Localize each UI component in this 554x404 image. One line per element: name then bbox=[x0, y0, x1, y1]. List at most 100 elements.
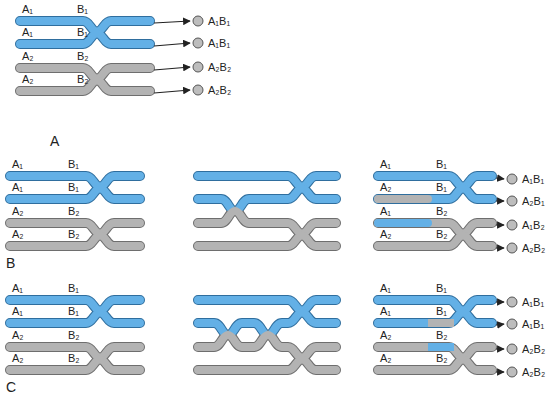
gamete: A₂B₂ bbox=[506, 241, 545, 255]
chromatid bbox=[378, 347, 492, 358]
allele-label: B₁ bbox=[68, 305, 79, 317]
gamete: A₁B₁ bbox=[192, 14, 230, 28]
gamete-label: A₁B₁ bbox=[522, 295, 544, 309]
gamete-circle bbox=[506, 296, 518, 308]
gamete-dot bbox=[193, 16, 203, 26]
chromatid bbox=[198, 176, 336, 187]
allele-label: B₁ bbox=[436, 181, 447, 193]
chromatid-outline bbox=[378, 223, 492, 234]
allele-label: B₁ bbox=[436, 282, 447, 294]
allele-label: A₁ bbox=[12, 181, 23, 193]
allele-label: B₂ bbox=[436, 205, 448, 217]
gamete-arrow bbox=[496, 348, 504, 349]
exchanged-segment bbox=[378, 219, 428, 227]
gamete-dot bbox=[507, 243, 517, 253]
panel-letter: A bbox=[50, 134, 59, 149]
allele-label: B₂ bbox=[68, 329, 80, 341]
allele-label: A₂ bbox=[12, 205, 24, 217]
gamete: A₁B₁ bbox=[506, 317, 544, 331]
gamete: A₂B₂ bbox=[192, 83, 231, 97]
gamete-circle bbox=[192, 37, 204, 49]
allele-label: B₂ bbox=[436, 329, 448, 341]
allele-label: A₂ bbox=[380, 228, 392, 240]
exchanged-segment bbox=[428, 319, 454, 327]
gamete-dot bbox=[507, 196, 517, 206]
panel-letter: B bbox=[6, 256, 15, 271]
allele-label: B₁ bbox=[77, 26, 88, 38]
allele-label: B₁ bbox=[436, 305, 447, 317]
allele-label: A₁ bbox=[380, 282, 391, 294]
gamete-dot bbox=[507, 297, 517, 307]
gamete: A₁B₁ bbox=[192, 36, 230, 50]
allele-label: A₂ bbox=[12, 228, 24, 240]
gamete-arrow bbox=[496, 200, 504, 201]
gamete-dot bbox=[507, 174, 517, 184]
allele-label: A₁ bbox=[12, 158, 23, 170]
chromatid-outline bbox=[378, 189, 492, 200]
allele-label: A₂ bbox=[22, 50, 34, 62]
chromatid bbox=[378, 223, 492, 234]
chromatid-outline bbox=[198, 335, 336, 358]
gamete-label: A₁B₂ bbox=[522, 218, 545, 232]
gamete-arrow bbox=[154, 90, 190, 93]
allele-label: A₁ bbox=[380, 205, 391, 217]
gamete-circle bbox=[192, 15, 204, 27]
gamete-arrow bbox=[496, 247, 504, 248]
allele-label: A₁ bbox=[12, 305, 23, 317]
gamete-arrow bbox=[496, 178, 504, 179]
chromatid-outline bbox=[378, 347, 492, 358]
chromatid bbox=[198, 300, 336, 311]
gamete-arrow bbox=[154, 43, 190, 46]
gamete: A₁B₁ bbox=[506, 295, 544, 309]
gamete: A₁B₁ bbox=[506, 172, 544, 186]
chromatid bbox=[198, 360, 336, 371]
gamete-dot bbox=[507, 344, 517, 354]
gamete-dot bbox=[193, 85, 203, 95]
gamete-label: A₂B₂ bbox=[208, 83, 231, 97]
allele-label: B₁ bbox=[68, 158, 79, 170]
allele-label: B₁ bbox=[77, 3, 88, 15]
gamete-dot bbox=[193, 38, 203, 48]
gamete-label: A₁B₁ bbox=[522, 317, 544, 331]
allele-label: B₁ bbox=[436, 158, 447, 170]
chromatid bbox=[198, 211, 336, 234]
chromatid bbox=[378, 360, 492, 371]
chromatid bbox=[378, 313, 492, 324]
gamete-arrow bbox=[496, 224, 504, 225]
gamete-label: A₂B₁ bbox=[522, 194, 545, 208]
allele-label: B₂ bbox=[68, 228, 80, 240]
allele-label: A₁ bbox=[22, 26, 33, 38]
chromatid-outline bbox=[378, 313, 492, 324]
chromatid-outline bbox=[198, 189, 336, 212]
chromatid bbox=[378, 176, 492, 187]
allele-label: A₁ bbox=[12, 282, 23, 294]
gamete-circle bbox=[506, 173, 518, 185]
gamete-arrow bbox=[496, 301, 504, 302]
allele-label: B₂ bbox=[68, 205, 80, 217]
allele-label: B₂ bbox=[68, 352, 80, 364]
chromatid bbox=[198, 236, 336, 247]
chromatid-outline bbox=[378, 236, 492, 247]
exchanged-segment bbox=[428, 343, 454, 351]
gamete-label: A₂B₂ bbox=[522, 365, 545, 379]
gamete-label: A₂B₂ bbox=[522, 241, 545, 255]
allele-label: B₁ bbox=[68, 181, 79, 193]
gamete-dot bbox=[507, 319, 517, 329]
chromatid-outline bbox=[378, 176, 492, 187]
panel-letter: C bbox=[6, 380, 16, 395]
allele-label: B₂ bbox=[436, 352, 448, 364]
gamete-arrow bbox=[496, 324, 504, 325]
gamete-circle bbox=[506, 242, 518, 254]
chromatid bbox=[378, 236, 492, 247]
gamete: A₂B₁ bbox=[506, 194, 545, 208]
gamete-circle bbox=[192, 84, 204, 96]
gamete: A₁B₂ bbox=[506, 218, 545, 232]
chromatid bbox=[378, 300, 492, 311]
chromatid-outline bbox=[198, 300, 336, 311]
gamete-circle bbox=[192, 61, 204, 73]
allele-label: A₂ bbox=[22, 73, 34, 85]
chromatid bbox=[378, 189, 492, 200]
gamete-dot bbox=[507, 367, 517, 377]
chromatid bbox=[198, 189, 336, 212]
allele-label: A₂ bbox=[380, 181, 392, 193]
